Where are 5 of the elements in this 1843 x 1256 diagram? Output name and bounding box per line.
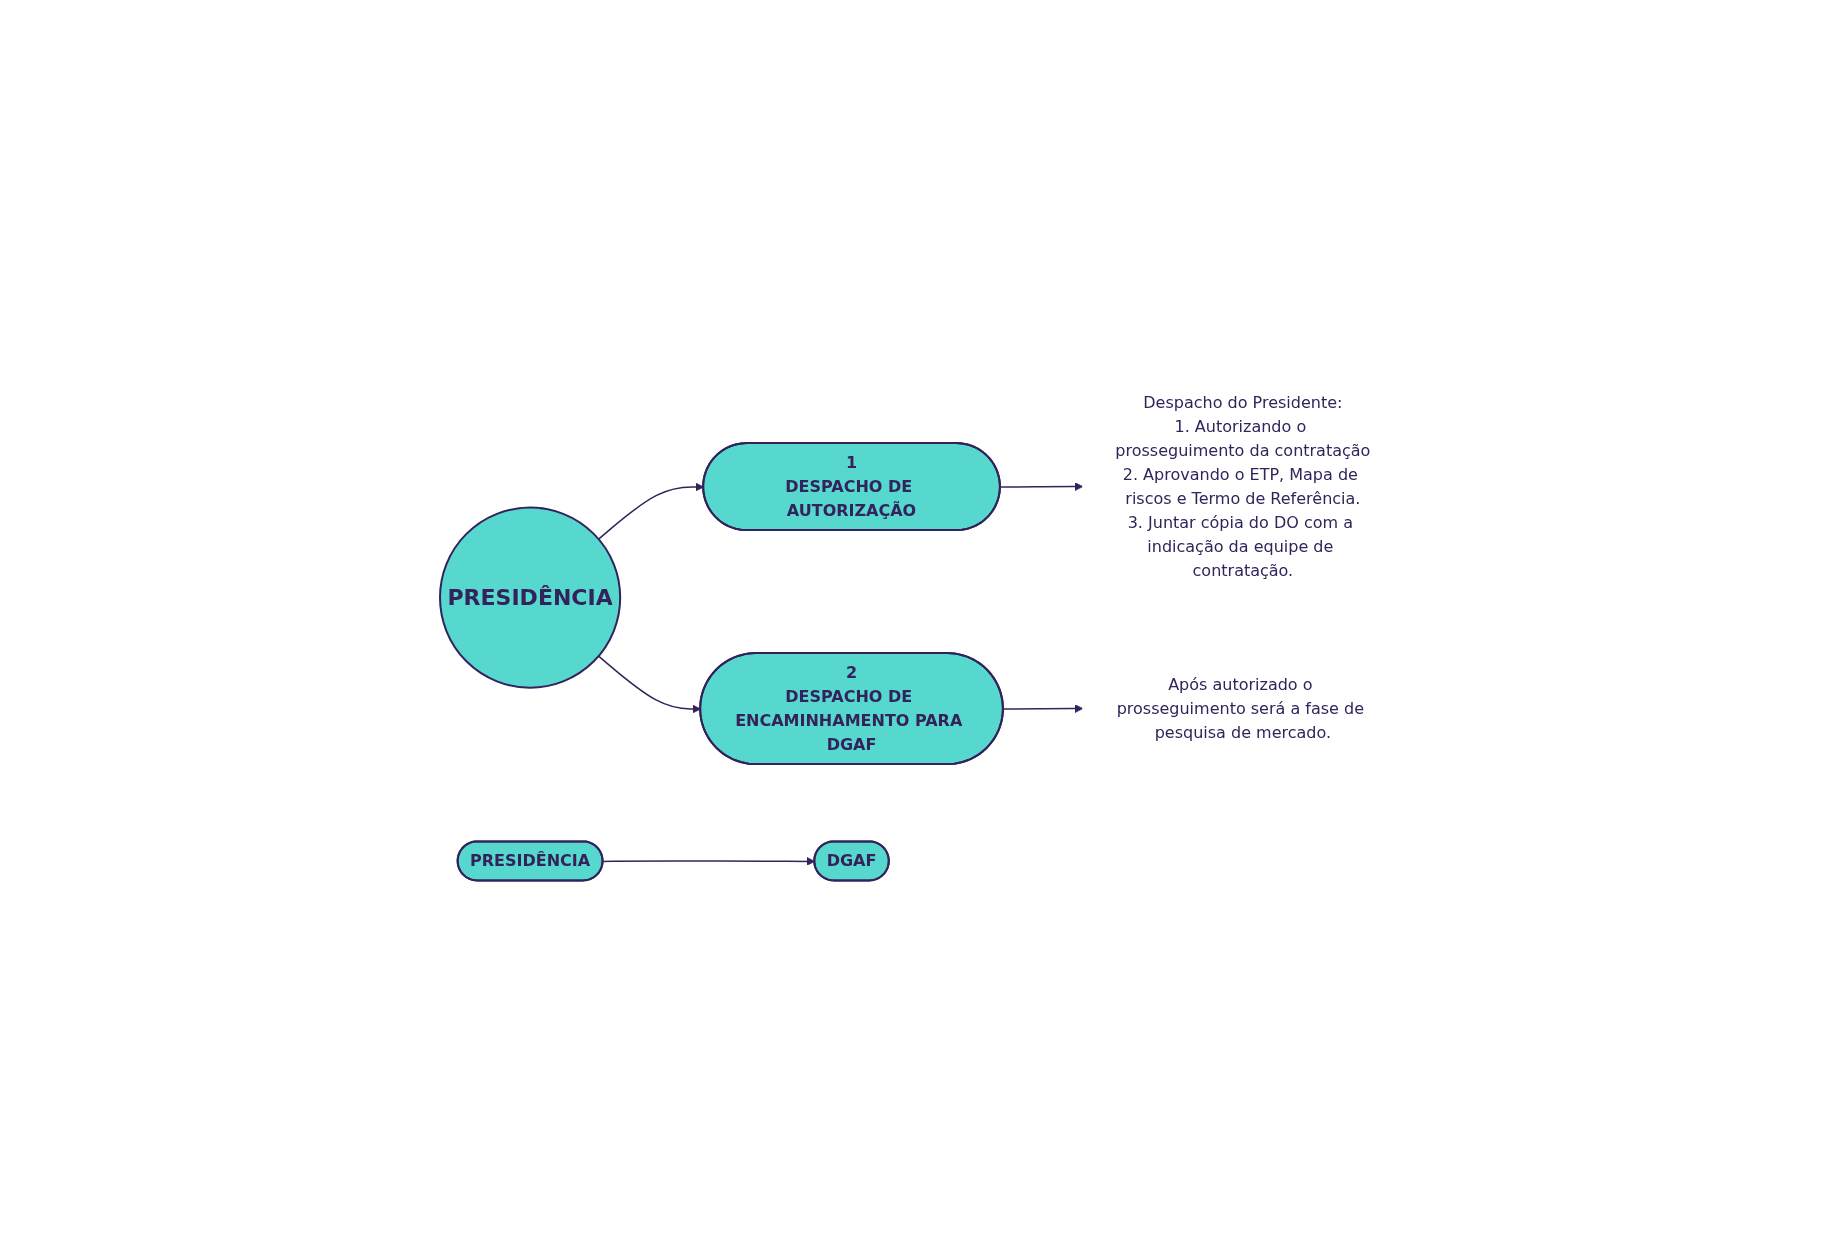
node-text: Despacho do Presidente: 1. Autorizando o prosseguimento da contratação 2. Aprovando o ETP, Mapa de riscos e Termo de Referência. 3. Juntar cópia do DO com a indicação da equipe de contratação. (1115, 392, 1371, 580)
node-circle: PRESIDÊNCIA (439, 506, 622, 689)
node-text: Após autorizado o prosseguimento será a fase de pesquisa de mercado. (1116, 674, 1365, 742)
arrow (1002, 704, 1084, 713)
arrow (999, 482, 1084, 491)
